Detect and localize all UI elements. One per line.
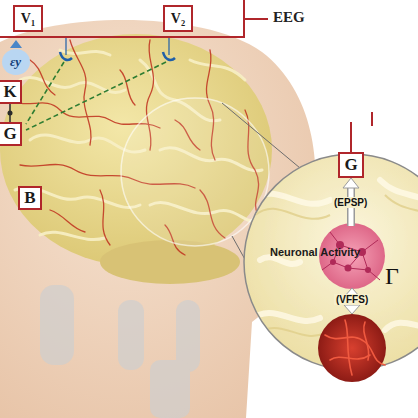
parameter-box: G xyxy=(338,152,364,178)
link-line xyxy=(8,104,13,122)
box-letter: V₂ xyxy=(171,11,185,27)
noise-symbol: εy xyxy=(10,55,21,69)
parameter-box: G xyxy=(0,122,22,146)
eeg-frame: EEGV₁V₂ xyxy=(0,0,245,38)
box-letter: B xyxy=(24,188,35,208)
box-letter: G xyxy=(344,155,357,175)
box-letter: V₁ xyxy=(21,11,35,27)
coupling-symbol: Γ xyxy=(385,263,399,289)
box-letter: K xyxy=(3,82,16,102)
electrode-box: V₁ xyxy=(13,5,43,32)
neuron-cluster: Neuronal Activity xyxy=(266,226,386,284)
edge-label: (EPSP) xyxy=(332,197,369,208)
parameter-box: B xyxy=(18,186,42,210)
parameter-box: K xyxy=(0,80,22,104)
cluster-label: Neuronal Activity xyxy=(270,246,360,258)
box-letter: G xyxy=(3,124,16,144)
pathway-label: (VFFS) xyxy=(334,294,370,305)
electrode-box: V₂ xyxy=(163,5,193,32)
frame-heading: EEG xyxy=(273,9,305,26)
